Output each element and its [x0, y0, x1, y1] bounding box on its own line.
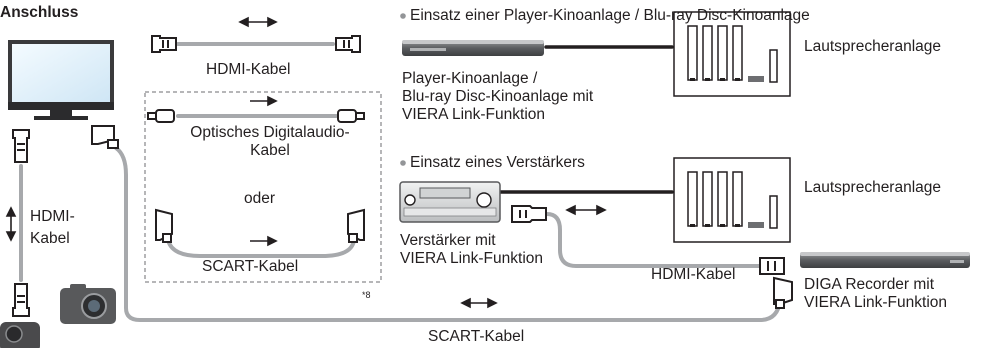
- tv-icon: [8, 40, 114, 120]
- optional-connection-box: [144, 91, 382, 283]
- scart-cable-inner: [166, 238, 356, 258]
- speaker-system-icon: [673, 11, 791, 97]
- hdmi-cable-left-label: HDMI- Kabel: [30, 208, 75, 247]
- hdmi-plug-icon: [759, 257, 785, 275]
- section-title: Anschluss: [0, 4, 79, 21]
- bullet-player-system: Einsatz einer Player-Kinoanlage / Blu-ra…: [410, 7, 810, 24]
- scart-plug-icon: [347, 208, 365, 243]
- bullet-icon: [400, 13, 406, 19]
- hdmi-plug-icon: [12, 283, 30, 317]
- hdmi-cable-right: [545, 212, 762, 268]
- hdmi-plug-icon: [335, 35, 361, 53]
- optical-plug-icon: [147, 109, 175, 123]
- arrow-right-icon: [250, 235, 278, 247]
- scart-plug-icon: [91, 125, 119, 149]
- speaker-system-icon: [673, 157, 791, 243]
- amplifier-label: Verstärker mit VIERA Link-Funktion: [400, 232, 544, 267]
- hdmi-cable-label: HDMI-Kabel: [206, 61, 291, 78]
- speaker-system-label-1: Lautsprecheranlage: [804, 38, 942, 55]
- speaker-system-label-2: Lautsprecheranlage: [804, 179, 942, 196]
- bidirectional-arrow-icon: [565, 204, 607, 216]
- optical-cable-label: Optisches Digitalaudio- Kabel: [190, 124, 350, 159]
- amplifier-icon: [399, 181, 501, 223]
- hdmi-plug-icon: [151, 35, 177, 53]
- bidirectional-arrow-icon: [5, 206, 17, 242]
- bidirectional-arrow-icon: [460, 297, 498, 309]
- player-system-label: Player-Kinoanlage / Blu-ray Disc-Kinoanl…: [402, 70, 594, 123]
- digital-camera-icon: [60, 284, 116, 324]
- bullet-amplifier: Einsatz eines Verstärkers: [410, 154, 585, 171]
- or-label: oder: [244, 190, 276, 207]
- diga-recorder-icon: [800, 252, 970, 268]
- camcorder-icon: [0, 322, 40, 348]
- scart-plug-icon: [773, 276, 793, 309]
- scart-plug-icon: [155, 208, 173, 243]
- hdmi-plug-icon: [511, 205, 547, 223]
- bullet-icon: [400, 160, 406, 166]
- scart-cable-inner-label: SCART-Kabel: [202, 258, 299, 275]
- scart-cable-bottom: [114, 146, 782, 322]
- footnote-mark: *8: [362, 290, 371, 300]
- diga-recorder-label: DIGA Recorder mit VIERA Link-Funktion: [804, 276, 948, 311]
- bidirectional-arrow-icon: [238, 16, 278, 28]
- blu-ray-player-icon: [402, 40, 544, 56]
- optical-plug-icon: [337, 109, 365, 123]
- hdmi-cable-right-label: HDMI-Kabel: [651, 266, 736, 283]
- scart-cable-bottom-label: SCART-Kabel: [428, 328, 525, 345]
- arrow-right-icon: [250, 95, 278, 107]
- hdmi-plug-icon: [12, 129, 30, 163]
